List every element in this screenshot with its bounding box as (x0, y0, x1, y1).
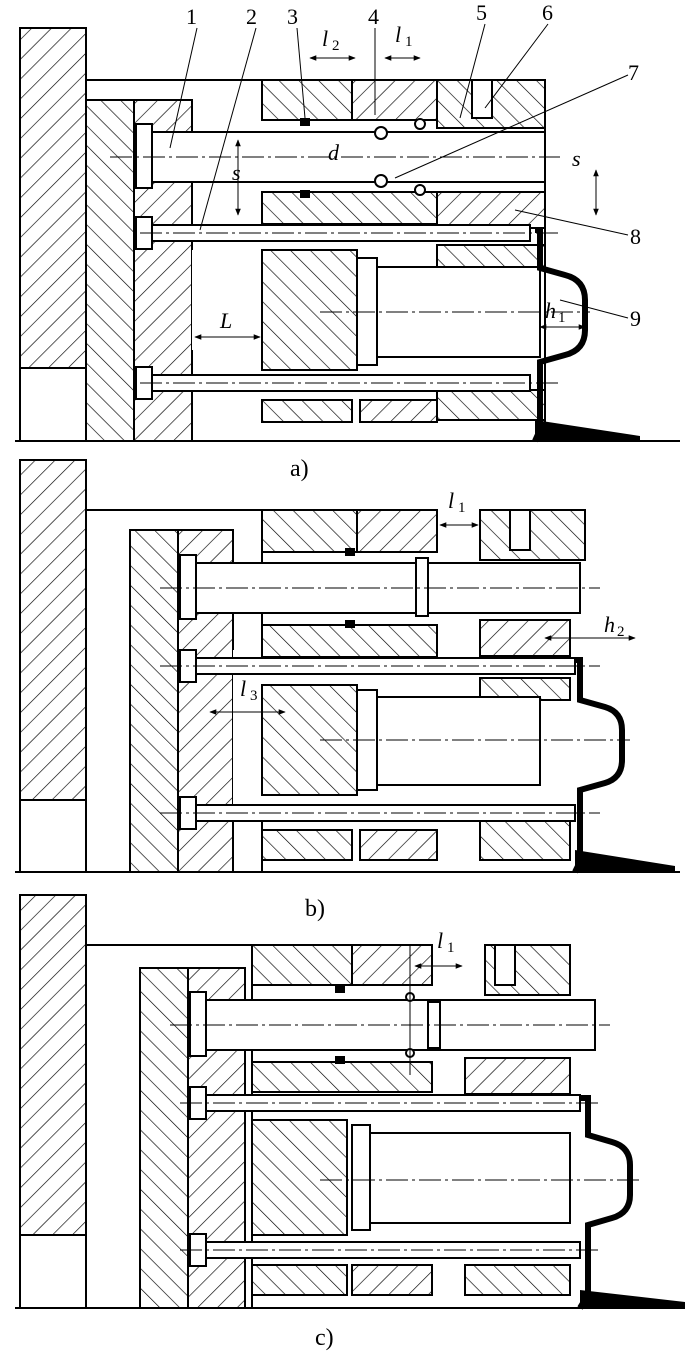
dim-c-l1-letter: l (437, 928, 443, 953)
dim-h1-sub: 1 (558, 310, 566, 326)
part-label-3: 3 (287, 4, 298, 29)
part-label-7: 7 (628, 60, 639, 85)
dim-h1-letter: h (545, 298, 556, 323)
part-label-9: 9 (630, 306, 641, 331)
dim-b-l3-letter: l (240, 676, 246, 701)
dim-b-h2-sub: 2 (617, 624, 625, 640)
panel-b: l 1 l 3 h 2 b) (15, 459, 680, 922)
dim-l1-letter: l (395, 22, 401, 47)
panel-c: l 1 c) (15, 894, 685, 1351)
dim-b-l3-sub: 3 (250, 688, 258, 704)
dim-s-left: s (232, 160, 241, 185)
dim-l2-sub: 2 (332, 38, 340, 54)
part-label-8: 8 (630, 224, 641, 249)
caption-a: a) (290, 456, 309, 482)
dim-L: L (219, 308, 232, 333)
part-label-2: 2 (246, 4, 257, 29)
panel-a: 1 2 3 4 5 6 7 8 9 l 2 l 1 s s d L h 1 a) (15, 0, 680, 482)
part-label-6: 6 (542, 0, 553, 25)
dim-l2-letter: l (322, 26, 328, 51)
dim-c-l1-sub: 1 (447, 940, 455, 956)
part-label-4: 4 (368, 4, 379, 29)
dim-l1-sub: 1 (405, 34, 413, 50)
dim-s-right: s (572, 146, 581, 171)
caption-c: c) (315, 1325, 334, 1351)
dim-b-l1-sub: 1 (458, 500, 466, 516)
caption-b: b) (305, 896, 325, 922)
part-label-1: 1 (186, 4, 197, 29)
part-label-5: 5 (476, 0, 487, 25)
dim-b-l1-letter: l (448, 488, 454, 513)
dim-b-h2-letter: h (604, 612, 615, 637)
dim-d: d (328, 140, 340, 165)
